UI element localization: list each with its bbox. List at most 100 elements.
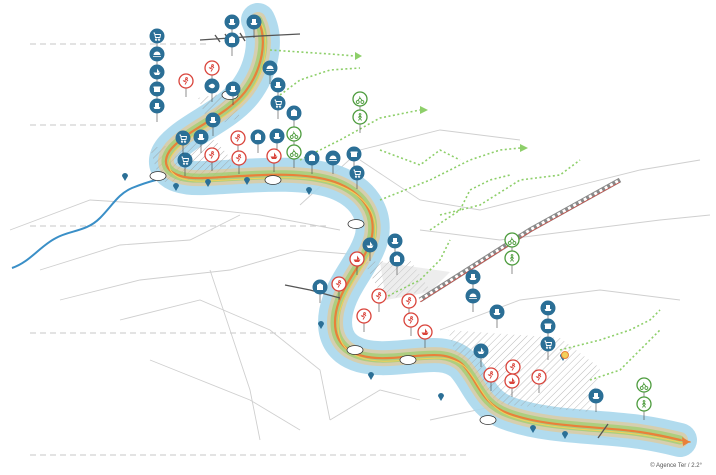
bike-icon <box>289 131 299 139</box>
marker-bike-icon <box>286 126 302 150</box>
runner-icon <box>234 134 241 142</box>
ferry-icon <box>228 19 236 25</box>
marker-walker-icon <box>352 109 368 133</box>
cart-icon <box>544 340 553 349</box>
ferry-icon <box>592 393 600 399</box>
marker-badge <box>149 28 165 44</box>
marker-dish-icon <box>262 60 278 84</box>
marker-badge <box>483 367 499 383</box>
gift-icon <box>544 323 552 329</box>
marker-badge <box>270 95 286 111</box>
marker-badge <box>204 60 220 76</box>
marker-badge <box>175 130 191 146</box>
marker-boat-icon <box>362 237 378 261</box>
marker-cart-icon <box>349 165 365 189</box>
marker-fish-icon <box>204 78 220 102</box>
runner-icon <box>375 292 382 300</box>
marker-runner-icon <box>230 130 246 154</box>
boat-icon <box>270 152 278 159</box>
building-icon <box>394 255 400 262</box>
gift-icon <box>153 86 161 92</box>
marker-badge <box>403 312 419 328</box>
boat-icon <box>366 241 374 248</box>
marker-building-icon <box>312 279 328 303</box>
ferry-icon <box>197 134 205 140</box>
marker-badge <box>331 276 347 292</box>
marker-gift-icon <box>346 146 362 170</box>
marker-ferry-icon <box>269 128 285 152</box>
walker-icon <box>641 400 647 408</box>
ferry-icon <box>391 238 399 244</box>
rail-line <box>418 177 622 303</box>
marker-building-icon <box>286 105 302 129</box>
marker-badge <box>504 232 520 248</box>
runner-icon <box>208 64 215 72</box>
cart-icon <box>274 99 283 108</box>
ferry-icon <box>229 86 237 92</box>
marker-badge <box>540 336 556 352</box>
runner-icon <box>509 363 516 371</box>
marker-badge <box>401 293 417 309</box>
marker-runner-icon <box>331 276 347 300</box>
boat-icon <box>477 347 485 354</box>
credit-text: © Agence Ter / 2.2° <box>650 463 702 469</box>
marker-runner-icon <box>371 288 387 312</box>
guide-lines <box>30 43 470 456</box>
cart-icon <box>153 32 162 41</box>
marker-ferry-icon <box>205 112 221 136</box>
marker-boat-icon <box>266 148 282 172</box>
marker-dish-icon <box>465 288 481 312</box>
dish-icon <box>329 155 337 161</box>
marker-cart-icon <box>177 152 193 176</box>
building-icon <box>255 133 261 140</box>
runner-icon <box>535 373 542 381</box>
boat-icon <box>353 255 361 262</box>
building-icon <box>317 283 323 290</box>
greenway-corridors <box>269 49 661 381</box>
marker-badge <box>177 152 193 168</box>
marker-walker-icon <box>636 396 652 420</box>
marker-badge <box>286 144 302 160</box>
ferry-icon <box>273 133 281 139</box>
marker-badge <box>204 147 220 163</box>
marker-building-icon <box>250 129 266 153</box>
building-icon <box>291 109 297 116</box>
runner-icon <box>407 316 414 324</box>
building-icon <box>309 154 315 161</box>
marker-badge <box>531 369 547 385</box>
runner-icon <box>335 280 342 288</box>
marker-badge <box>349 165 365 181</box>
walker-icon <box>357 113 363 121</box>
bike-icon <box>639 382 649 390</box>
marker-building-icon <box>224 32 240 56</box>
marker-runner-icon <box>204 60 220 84</box>
cart-icon <box>353 169 362 178</box>
runner-icon <box>360 312 367 320</box>
marker-badge <box>231 150 247 166</box>
marker-runner-icon <box>356 308 372 332</box>
cart-icon <box>179 134 188 143</box>
greenway-arrows <box>355 52 528 152</box>
marker-boat-icon <box>473 343 489 367</box>
marker-cart-icon <box>540 336 556 360</box>
walker-icon <box>509 254 515 262</box>
marker-boat-icon <box>349 251 365 275</box>
marker-gift-icon <box>149 81 165 105</box>
marker-runner-icon <box>178 73 194 97</box>
marker-bike-icon <box>286 144 302 168</box>
building-icon <box>229 36 235 43</box>
marker-ferry-icon <box>149 98 165 122</box>
marker-ferry-icon <box>588 388 604 412</box>
marker-runner-icon <box>204 147 220 171</box>
ferry-icon <box>153 103 161 109</box>
boat-icon <box>508 377 516 384</box>
marker-runner-icon <box>403 312 419 336</box>
marker-runner-icon <box>231 150 247 174</box>
marker-ferry-icon <box>540 300 556 324</box>
marker-badge <box>230 130 246 146</box>
marker-ferry-icon <box>489 304 505 328</box>
marker-ferry-icon <box>225 81 241 105</box>
cart-icon <box>181 156 190 165</box>
marker-runner-icon <box>531 369 547 393</box>
